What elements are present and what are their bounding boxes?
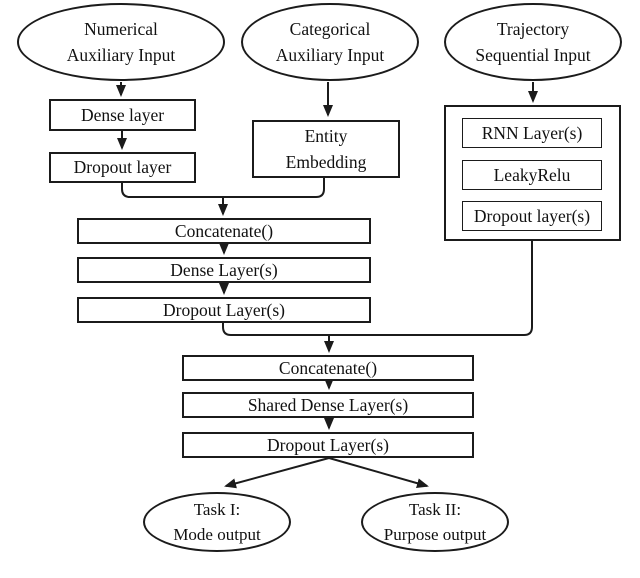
dropout-layer-label: Dropout layer — [73, 157, 172, 178]
numerical-input-label: Numerical Auxiliary Input — [66, 18, 176, 65]
edge-shared-merge — [222, 241, 533, 336]
concatenate-1-label: Concatenate() — [174, 220, 274, 241]
node-concatenate-2: Concatenate() — [182, 355, 474, 381]
dropout-layers-2-label: Dropout Layer(s) — [267, 434, 389, 455]
shared-dense-layers-label: Shared Dense Layer(s) — [247, 394, 409, 415]
node-leaky-relu: LeakyRelu — [462, 160, 602, 190]
node-rnn-layers: RNN Layer(s) — [462, 118, 602, 148]
task2-label: Task II: Purpose output — [383, 499, 487, 545]
dense-layers-label: Dense Layer(s) — [170, 259, 278, 280]
edge-dropout-to-task1 — [224, 457, 330, 489]
node-shared-dense-layers: Shared Dense Layer(s) — [182, 392, 474, 418]
dropout-layers-1-label: Dropout Layer(s) — [163, 299, 285, 320]
trajectory-input-label: Trajectory Sequential Input — [475, 18, 591, 65]
node-numerical-auxiliary-input: Numerical Auxiliary Input — [17, 3, 225, 81]
concatenate-2-label: Concatenate() — [278, 357, 378, 378]
node-dropout-layers-rnn: Dropout layer(s) — [462, 201, 602, 231]
node-entity-embedding: Entity Embedding — [252, 120, 400, 178]
node-task2-purpose-output: Task II: Purpose output — [361, 492, 509, 552]
node-concatenate-1: Concatenate() — [77, 218, 371, 244]
entity-embedding-label: Entity Embedding — [285, 125, 367, 172]
dense-layer-label: Dense layer — [80, 104, 165, 125]
node-dropout-layers-1: Dropout Layer(s) — [77, 297, 371, 323]
node-categorical-auxiliary-input: Categorical Auxiliary Input — [241, 3, 419, 81]
node-dense-layers: Dense Layer(s) — [77, 257, 371, 283]
node-trajectory-sequential-input: Trajectory Sequential Input — [444, 3, 622, 81]
node-dropout-layers-2: Dropout Layer(s) — [182, 432, 474, 458]
task1-label: Task I: Mode output — [173, 499, 261, 545]
dropout-layers-rnn-label: Dropout layer(s) — [473, 205, 591, 226]
node-dense-layer: Dense layer — [49, 99, 196, 131]
node-task1-mode-output: Task I: Mode output — [143, 492, 291, 552]
edge-dropout-to-task2 — [328, 457, 429, 489]
rnn-layers-label: RNN Layer(s) — [481, 122, 583, 143]
categorical-input-label: Categorical Auxiliary Input — [275, 18, 385, 65]
node-dropout-layer: Dropout layer — [49, 152, 196, 183]
leaky-relu-label: LeakyRelu — [493, 164, 571, 185]
